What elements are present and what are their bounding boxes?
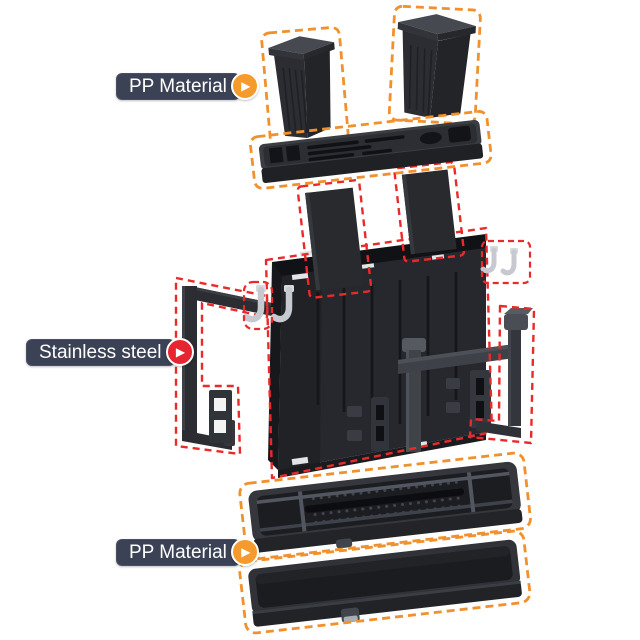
utensil-cup-right <box>387 4 482 126</box>
main-rack-body <box>264 226 514 480</box>
lid-highlight-outline <box>249 110 493 190</box>
divider-panel-left <box>296 179 373 299</box>
hanging-bracket-right <box>468 304 536 445</box>
drain-tray-highlight-outline <box>238 451 532 561</box>
side-rail-bar <box>398 344 514 374</box>
right-hooks <box>480 239 532 285</box>
arrow-glyph: ▶ <box>241 79 251 93</box>
cup-ribs <box>408 44 433 115</box>
panel-right-highlight-outline <box>393 161 466 263</box>
arrow-glyph: ▶ <box>175 345 186 359</box>
drain-tray <box>238 451 532 561</box>
frame-highlight-outline <box>174 276 269 456</box>
cup-ribs <box>282 67 308 134</box>
j-hook <box>270 286 293 323</box>
callout-stainless-steel: Stainless steel ▶ <box>26 338 194 366</box>
callout-pp-bottom: PP Material ▶ <box>116 538 259 566</box>
divider-panel-right <box>393 161 466 263</box>
cup-right-highlight-outline <box>387 4 482 126</box>
left-hooks <box>242 280 294 331</box>
bracket-highlight-outline <box>468 304 536 445</box>
left-hook-highlight-outline <box>242 280 274 331</box>
body-clips <box>347 378 460 451</box>
arrow-icon: ▶ <box>230 538 259 566</box>
panel-left-highlight-outline <box>296 179 373 299</box>
j-hook <box>500 249 517 276</box>
knife-slot-lid <box>249 110 493 190</box>
drip-tray <box>238 529 532 635</box>
knife-slits <box>316 272 458 424</box>
callout-label: Stainless steel <box>26 338 175 366</box>
callout-label: PP Material <box>116 538 240 566</box>
knife-slots <box>307 135 405 162</box>
right-hooks-highlight-outline <box>480 239 532 285</box>
arrow-icon: ▶ <box>230 72 259 100</box>
callout-pp-top: PP Material ▶ <box>116 72 259 100</box>
arrow-glyph: ▶ <box>241 545 251 559</box>
frame-bracket-plate <box>209 390 232 443</box>
hanging-frame-left <box>174 276 272 456</box>
slotted-plate-right <box>470 370 491 428</box>
j-hook <box>480 247 497 274</box>
center-strap <box>402 338 426 452</box>
j-hook <box>242 286 265 323</box>
drip-tray-highlight-outline <box>238 529 532 635</box>
arrow-icon: ▶ <box>165 338 194 366</box>
callout-label: PP Material <box>116 72 240 100</box>
